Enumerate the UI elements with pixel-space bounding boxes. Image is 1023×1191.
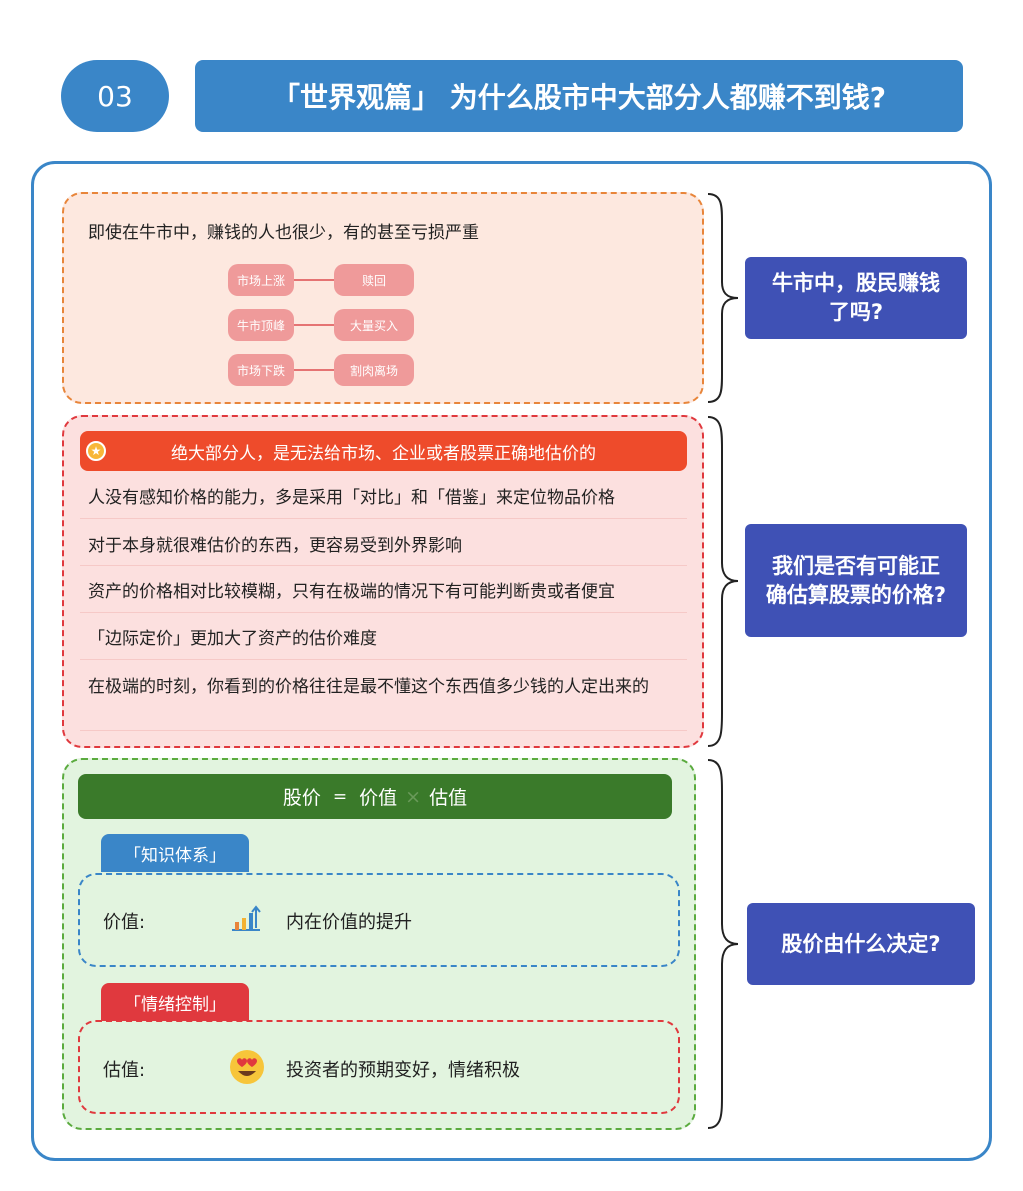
pair-left-market-fall: 市场下跌 xyxy=(228,354,294,386)
star-icon: ★ xyxy=(86,441,106,461)
brace-section2 xyxy=(707,416,739,747)
valuation-box xyxy=(78,1020,680,1114)
valuation-ability-heading: 绝大部分人，是无法给市场、企业或者股票正确地估价的 xyxy=(80,431,687,471)
list-item: 资产的价格相对比较模糊，只有在极端的情况下有可能判断贵或者便宜 xyxy=(80,580,687,613)
question-estimate-stock-price: 我们是否有可能正确估算股票的价格? xyxy=(745,524,967,637)
heart-eyes-emoji-icon xyxy=(228,1048,266,1086)
pair-right-buy-heavily: 大量买入 xyxy=(334,309,414,341)
list-item: 「边际定价」更加大了资产的估价难度 xyxy=(80,627,687,660)
value-box xyxy=(78,873,680,967)
bar-chart-growth-icon xyxy=(230,904,262,932)
connector-line xyxy=(294,369,334,371)
value-description: 内在价值的提升 xyxy=(286,912,412,933)
section-number-badge: 03 xyxy=(61,60,169,132)
formula-term-value: 价值 xyxy=(359,787,398,809)
pair-right-redeem: 赎回 xyxy=(334,264,414,296)
formula-term-valuation: 估值 xyxy=(429,787,468,809)
pair-right-cut-loss: 割肉离场 xyxy=(334,354,414,386)
question-bull-market-profit: 牛市中，股民赚钱了吗? xyxy=(745,257,967,339)
brace-section1 xyxy=(707,193,739,403)
value-label: 价值: xyxy=(103,912,146,933)
formula-term-price: 股价 xyxy=(282,787,321,809)
bull-market-statement: 即使在牛市中，赚钱的人也很少，有的甚至亏损严重 xyxy=(88,223,479,243)
connector-line xyxy=(294,324,334,326)
stock-price-section xyxy=(62,758,696,1130)
brace-section3 xyxy=(707,759,739,1129)
formula-equals: = xyxy=(332,786,348,807)
pair-left-bull-peak: 牛市顶峰 xyxy=(228,309,294,341)
price-formula: 股价 = 价值 × 估值 xyxy=(78,774,672,819)
valuation-description: 投资者的预期变好，情绪积极 xyxy=(286,1060,520,1081)
list-item: 在极端的时刻，你看到的价格往往是最不懂这个东西值多少钱的人定出来的 xyxy=(80,675,687,731)
pair-left-market-rise: 市场上涨 xyxy=(228,264,294,296)
valuation-label: 估值: xyxy=(103,1060,146,1081)
list-item: 人没有感知价格的能力，多是采用「对比」和「借鉴」来定位物品价格 xyxy=(80,486,687,519)
list-item: 对于本身就很难估价的东西，更容易受到外界影响 xyxy=(80,534,687,566)
knowledge-system-tab: 「知识体系」 xyxy=(101,834,249,872)
emotion-control-tab: 「情绪控制」 xyxy=(101,983,249,1021)
connector-line xyxy=(294,279,334,281)
page-title: 「世界观篇」 为什么股市中大部分人都赚不到钱? xyxy=(195,60,963,132)
question-stock-price-determinant: 股价由什么决定? xyxy=(747,903,975,985)
times-icon: × xyxy=(405,785,422,808)
